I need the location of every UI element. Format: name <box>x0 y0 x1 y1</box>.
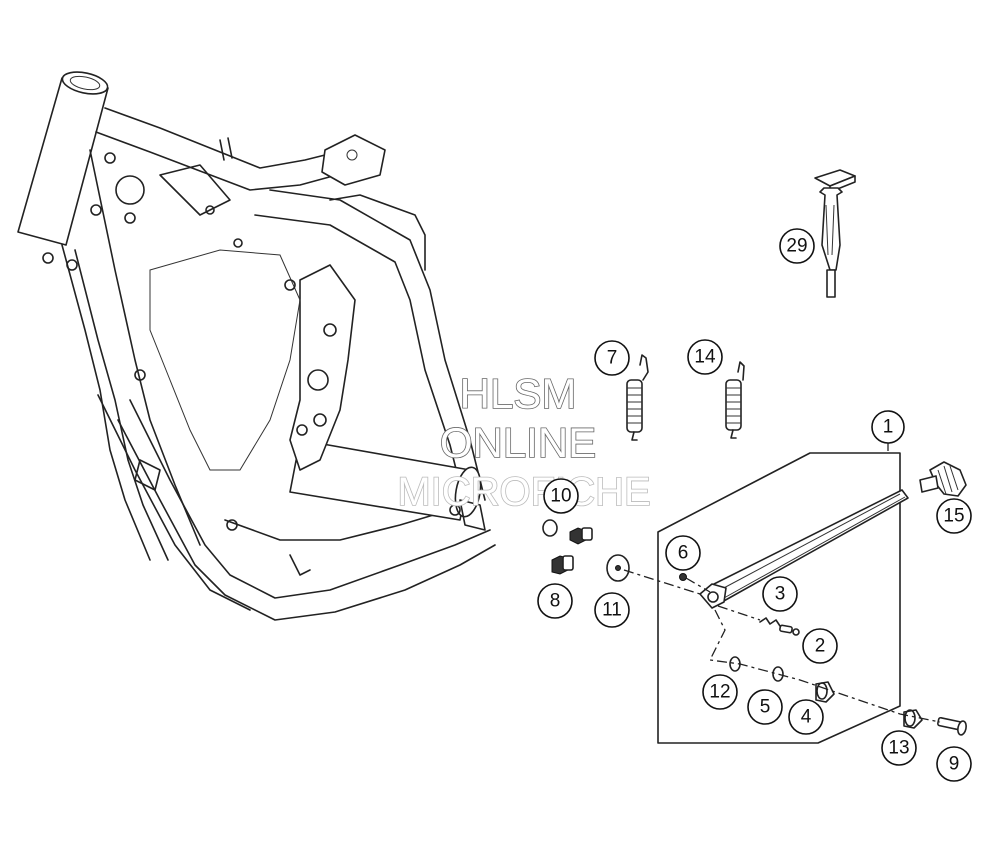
callouts: 1 2 3 4 5 6 7 8 <box>537 228 972 782</box>
callout-13[interactable]: 13 <box>881 730 917 766</box>
frame-assembly <box>17 71 496 621</box>
callout-14[interactable]: 14 <box>687 339 723 375</box>
part-3-pin <box>759 617 781 627</box>
svg-text:12: 12 <box>709 682 730 703</box>
svg-text:6: 6 <box>678 543 689 564</box>
callout-4[interactable]: 4 <box>788 699 824 735</box>
part-6-ball <box>679 573 687 581</box>
svg-text:1: 1 <box>883 417 894 438</box>
part-7-spring <box>626 354 649 441</box>
part-10-oring <box>542 519 558 537</box>
watermark: HLSM ONLINE MICROFICHE <box>397 369 652 515</box>
part-2-bolt <box>779 624 793 634</box>
callout-8[interactable]: 8 <box>537 583 573 619</box>
hardware-left <box>542 519 630 582</box>
svg-text:3: 3 <box>775 584 786 605</box>
part-14-spring <box>725 361 745 439</box>
side-stand-assembly <box>657 452 967 744</box>
svg-text:15: 15 <box>943 506 964 527</box>
callout-11[interactable]: 11 <box>594 592 630 628</box>
watermark-line1: HLSM <box>460 370 577 417</box>
watermark-line2: ONLINE <box>440 419 596 466</box>
callout-7[interactable]: 7 <box>594 340 630 376</box>
svg-text:9: 9 <box>949 754 960 775</box>
callout-6[interactable]: 6 <box>665 535 701 571</box>
part-29-tool <box>814 169 856 298</box>
svg-text:8: 8 <box>550 591 561 612</box>
svg-text:10: 10 <box>550 486 571 507</box>
callout-1[interactable]: 1 <box>871 410 905 444</box>
watermark-line3: MICROFICHE <box>397 470 650 514</box>
callout-15[interactable]: 15 <box>936 498 972 534</box>
callout-29[interactable]: 29 <box>779 228 815 264</box>
svg-text:29: 29 <box>786 236 807 257</box>
svg-text:7: 7 <box>607 348 618 369</box>
callout-5[interactable]: 5 <box>747 689 783 725</box>
svg-text:5: 5 <box>760 697 771 718</box>
svg-text:13: 13 <box>888 738 909 759</box>
svg-text:11: 11 <box>602 600 622 621</box>
svg-text:4: 4 <box>801 707 812 728</box>
part-5-clip <box>772 666 784 682</box>
svg-text:2: 2 <box>815 636 826 657</box>
callout-3[interactable]: 3 <box>762 576 798 612</box>
callout-2[interactable]: 2 <box>802 628 838 664</box>
callout-9[interactable]: 9 <box>936 746 972 782</box>
callout-12[interactable]: 12 <box>702 674 738 710</box>
assembly-box <box>657 452 901 744</box>
svg-text:14: 14 <box>694 347 716 368</box>
part-13-bushing <box>903 709 923 729</box>
callout-10[interactable]: 10 <box>543 478 579 514</box>
